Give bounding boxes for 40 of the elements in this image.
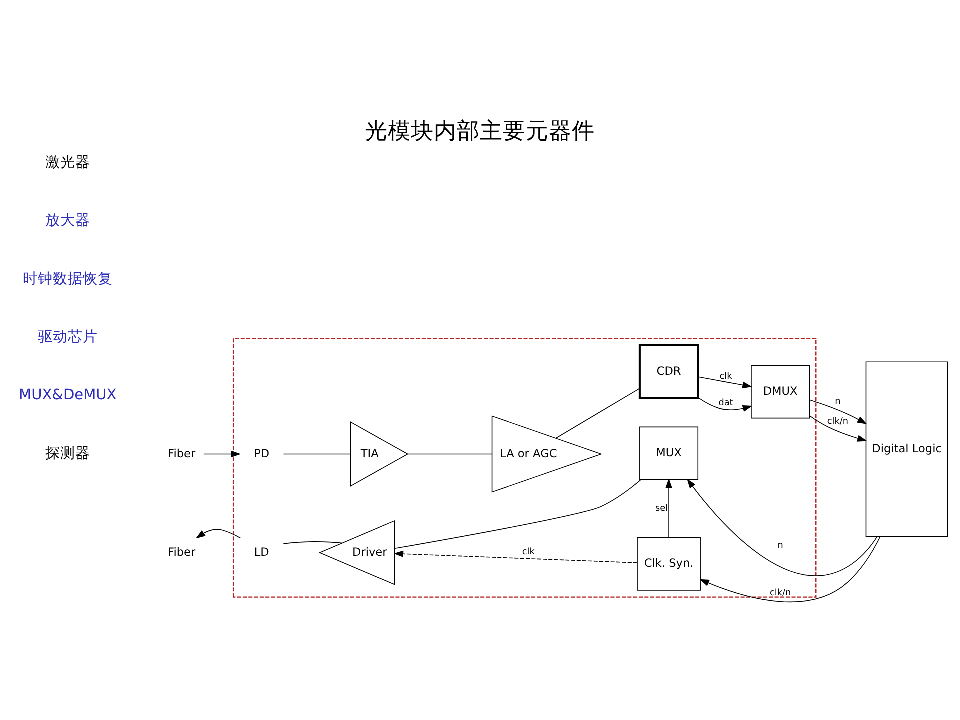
label: 放大器: [45, 212, 90, 229]
node-text: PD: [254, 446, 270, 460]
edge-label: clk: [720, 371, 732, 382]
cluster: [232, 338, 817, 598]
node-box: DMUX: [751, 364, 810, 418]
arrow: [809, 415, 868, 442]
node-box: CDR: [638, 344, 700, 399]
connector: [283, 453, 351, 454]
arrow: [698, 376, 752, 388]
arrow: [810, 399, 868, 424]
edge-label: clk/n: [770, 588, 792, 598]
arrow: [394, 550, 638, 563]
edge-label: n: [778, 540, 784, 550]
edge-label: clk: [522, 546, 535, 557]
label: 探测器: [45, 445, 90, 462]
node-text: LD: [254, 545, 270, 558]
edge-label: clk/n: [827, 416, 849, 427]
arrow: [698, 396, 753, 412]
arrow: [700, 536, 881, 602]
edge-label: sel: [655, 504, 668, 514]
node-box: Digital Logic: [866, 361, 948, 537]
node-text: Fiber: [168, 446, 196, 460]
label: 激光器: [45, 154, 90, 170]
node-box: Clk. Syn.: [637, 537, 701, 590]
label: MUX&DeMUX: [19, 387, 117, 404]
edge-label: n: [835, 396, 841, 406]
node-box: MUX: [640, 426, 699, 480]
connector: [283, 541, 343, 544]
label: 时钟数据恢复: [22, 270, 113, 287]
connector: [408, 453, 493, 454]
arrow: [666, 478, 672, 538]
node-text: Fiber: [168, 545, 196, 558]
diagram-title: 光模块内部主要元器件: [365, 118, 595, 144]
connector: [394, 478, 642, 549]
arrow: [196, 528, 242, 538]
arrow: [203, 450, 242, 458]
label: 驱动芯片: [38, 328, 98, 345]
arrow: [687, 478, 878, 576]
connector: [556, 388, 640, 438]
edge-label: dat: [718, 398, 734, 408]
